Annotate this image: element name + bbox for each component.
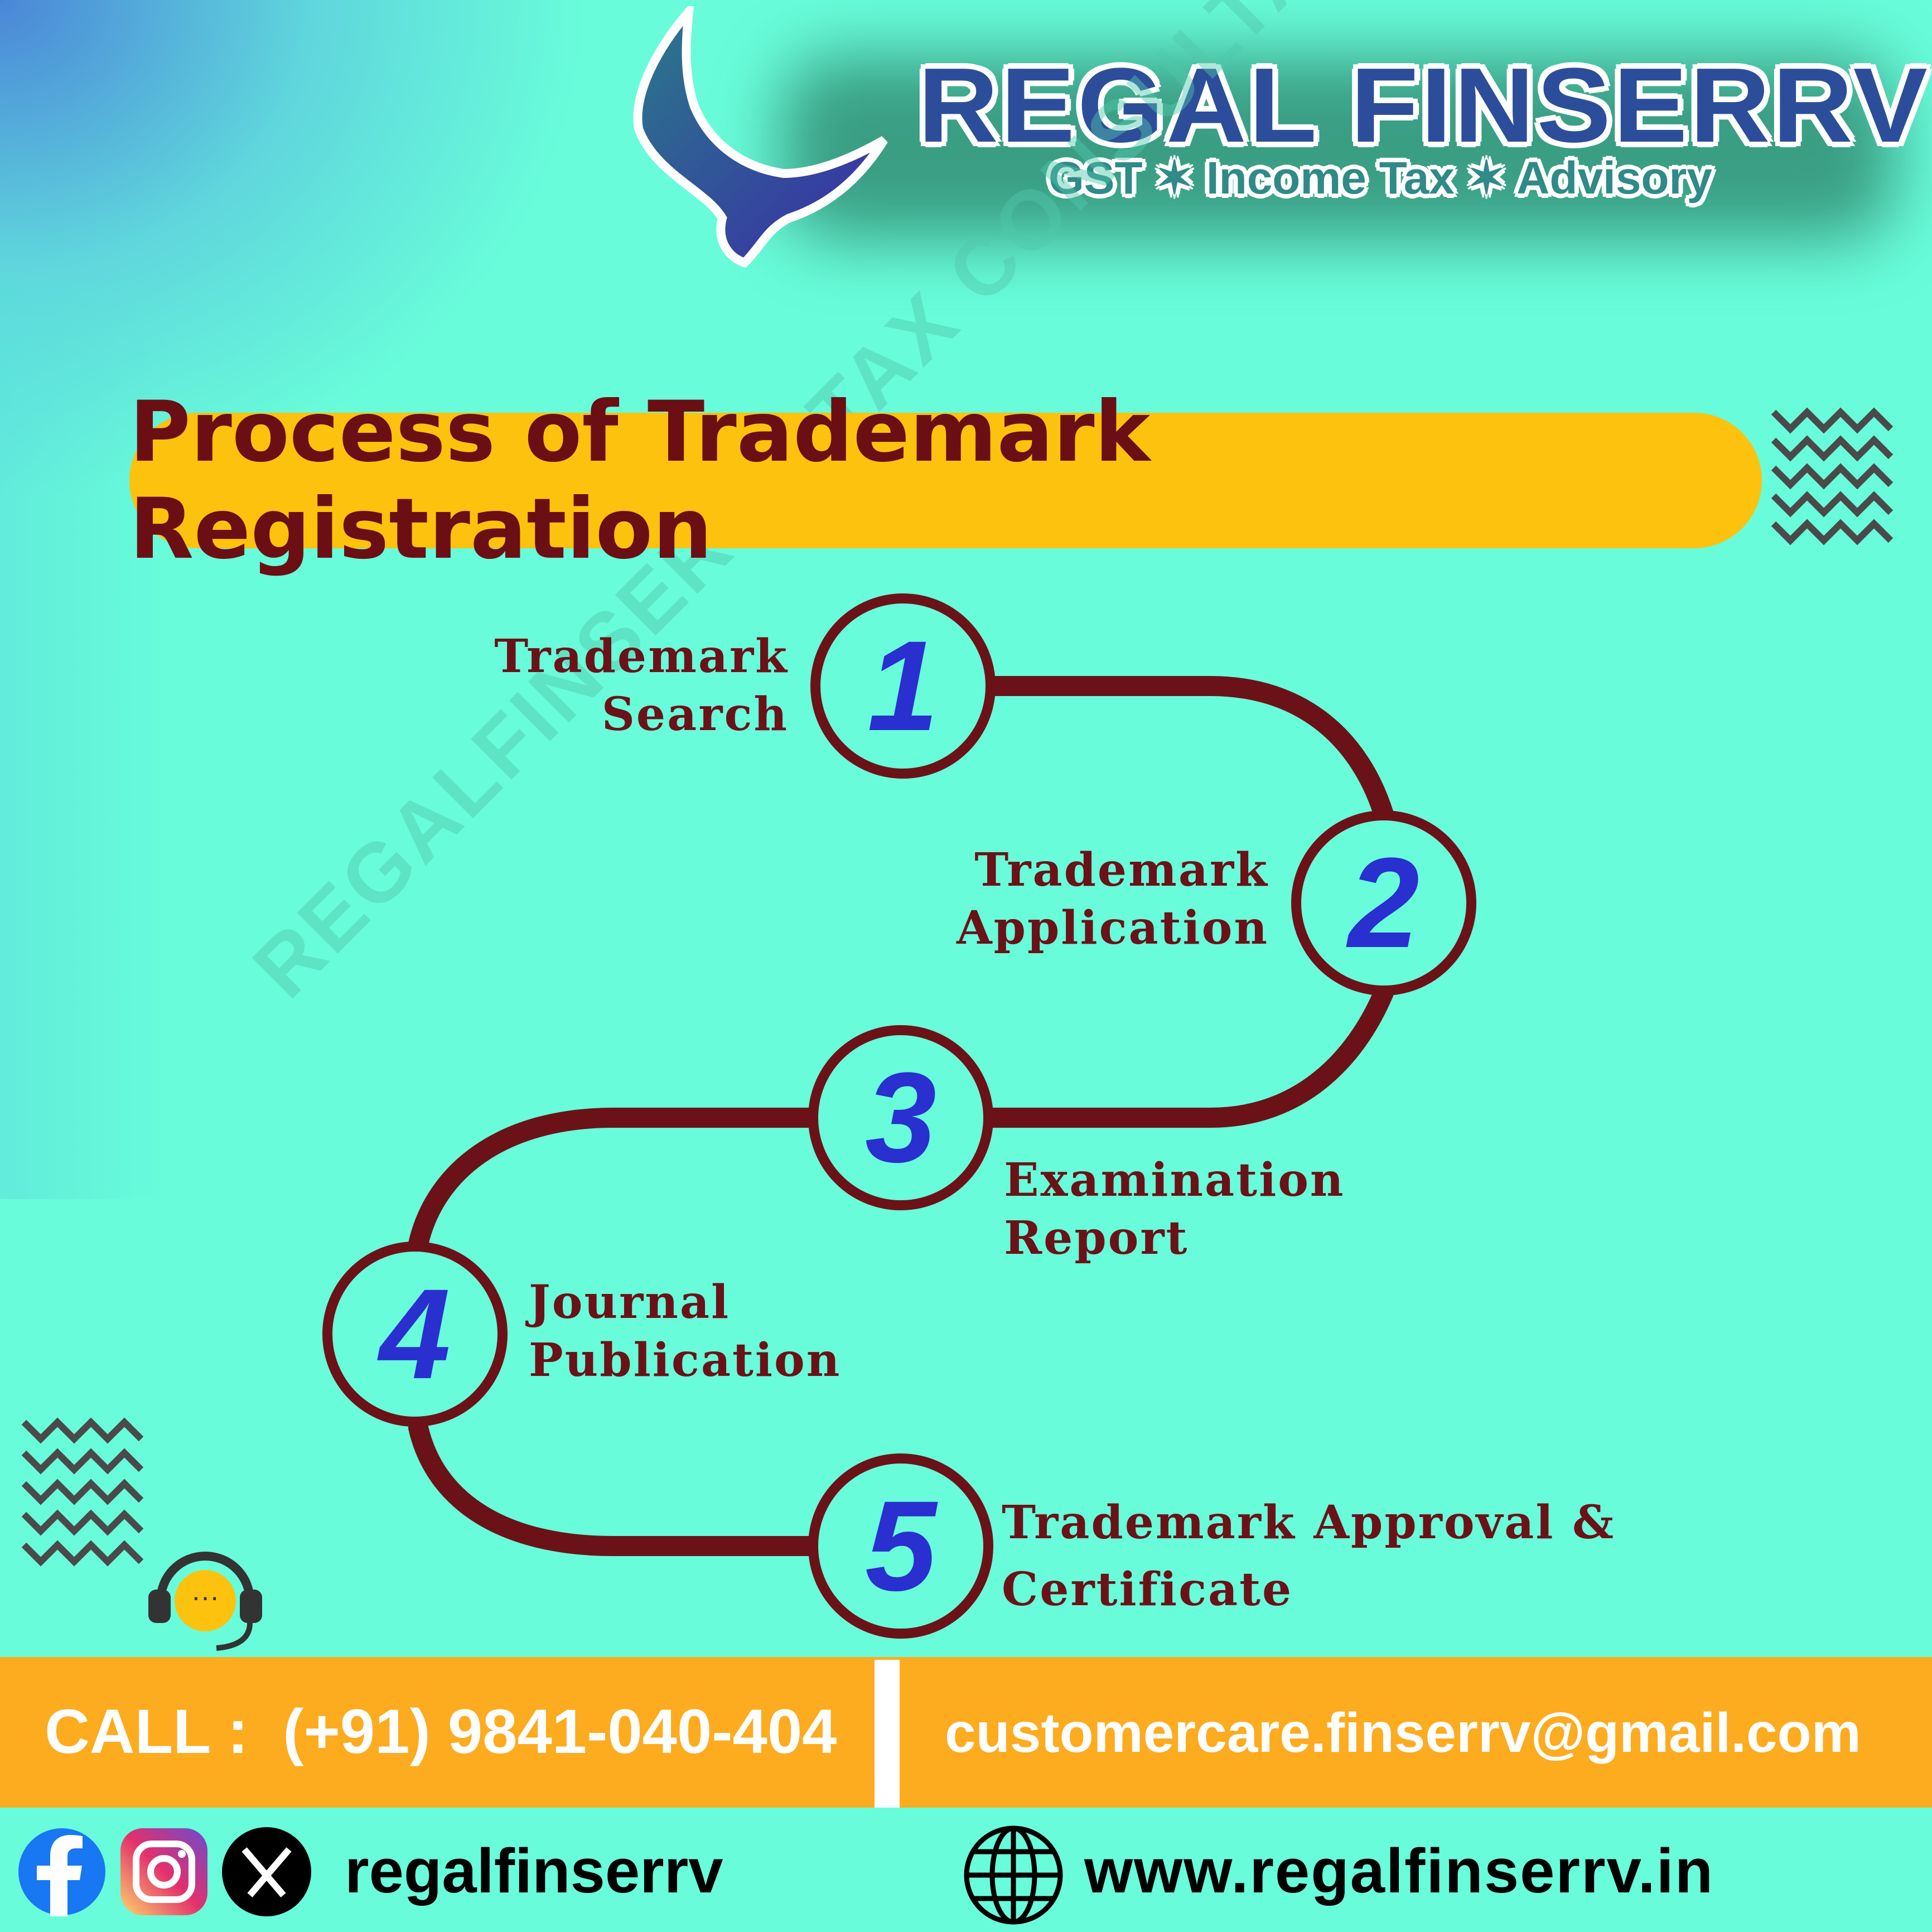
step-number: 3 [865, 1046, 936, 1189]
step-number: 2 [1348, 831, 1419, 974]
label-line: Certificate [1002, 1563, 1293, 1616]
eagle-logo-icon [633, 6, 888, 268]
phone-number[interactable]: CALL : (+91) 9841-040-404 [45, 1697, 837, 1766]
step-number: 4 [379, 1262, 451, 1405]
step-5-circle: 5 [808, 1453, 993, 1639]
chevron-pattern-icon [1771, 407, 1894, 545]
logo-shadow [781, 56, 1896, 240]
divider [875, 1660, 900, 1808]
label-line: Application [957, 901, 1269, 955]
step-4-circle: 4 [322, 1242, 508, 1427]
label-line: Publication [529, 1334, 842, 1387]
brand-tagline: GST ✶ Income Tax ✶ Advisory [1049, 153, 1713, 204]
step-number: 1 [867, 614, 939, 757]
email-link[interactable]: customercare.finserrv@gmail.com [945, 1702, 1861, 1764]
page-title: Process of Trademark Registration [129, 383, 1151, 578]
step-5-label: Trademark Approval & Certificate [1002, 1489, 1615, 1623]
label-line: Trademark Approval & [1002, 1496, 1616, 1549]
chevron-pattern-icon [21, 1417, 144, 1567]
label-line: Examination [1004, 1153, 1345, 1207]
support-headset-icon: ··· [148, 1552, 262, 1651]
step-1-circle: 1 [810, 593, 996, 779]
social-handle[interactable]: regalfinserrv [345, 1836, 723, 1906]
contact-band [0, 1657, 1932, 1808]
website-link[interactable]: www.regalfinserrv.in [1084, 1836, 1714, 1906]
label-line: Search [601, 688, 789, 741]
step-2-circle: 2 [1291, 810, 1476, 996]
label-line: Trademark [494, 630, 789, 683]
label-line: Report [1004, 1211, 1189, 1265]
label-line: Journal [529, 1276, 731, 1329]
label-line: Trademark [974, 843, 1269, 897]
x-twitter-icon[interactable] [222, 1827, 311, 1916]
step-number: 5 [865, 1474, 936, 1617]
instagram-icon[interactable] [119, 1827, 209, 1916]
globe-icon [964, 1825, 1063, 1925]
title-banner: Process of Trademark Registration [129, 384, 1762, 578]
brand-name: REGAL FINSERRV [918, 46, 1930, 165]
facebook-icon[interactable] [17, 1827, 107, 1916]
background-shape [0, 279, 167, 1199]
svg-text:···: ··· [191, 1581, 219, 1612]
step-3-circle: 3 [808, 1025, 993, 1210]
